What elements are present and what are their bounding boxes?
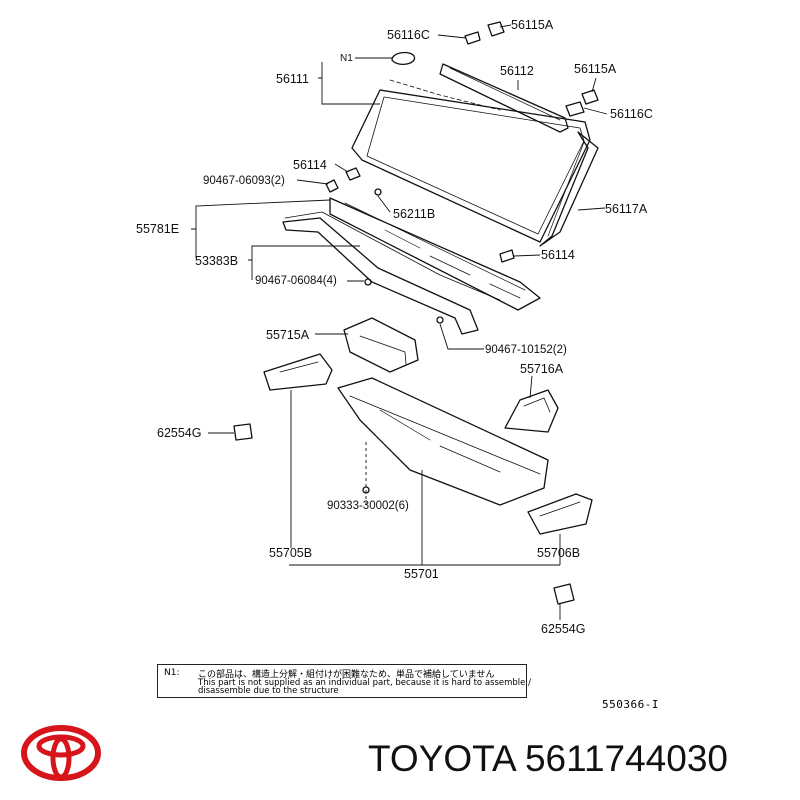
- bracket-55706B: [527, 493, 593, 535]
- label-n1: N1: [340, 53, 353, 64]
- label-62554G-left: 62554G: [157, 426, 202, 440]
- label-56114-top: 56114: [293, 158, 327, 172]
- label-56116C-right: 56116C: [610, 107, 653, 121]
- label-62554G-bottom: 62554G: [541, 622, 586, 636]
- label-90467-10152: 90467-10152(2): [485, 344, 567, 356]
- fastener-90467-10152: [436, 316, 444, 324]
- windshield-glass: [351, 79, 591, 243]
- cowl-panel: [337, 377, 549, 506]
- label-55716A: 55716A: [520, 362, 564, 376]
- fastener-90467-06084: [364, 278, 372, 286]
- label-55715A: 55715A: [266, 328, 310, 342]
- label-90467-06093: 90467-06093(2): [203, 175, 285, 187]
- pad-n1: [391, 51, 416, 66]
- label-56117A: 56117A: [605, 202, 648, 216]
- brand-caption: TOYOTA 5611744030: [368, 738, 728, 780]
- bracket-55705B: [263, 353, 333, 391]
- label-55706B: 55706B: [537, 546, 581, 560]
- clip-56116C-right: [565, 101, 585, 117]
- fastener-90467-06093: [325, 179, 339, 193]
- label-56211B: 56211B: [393, 207, 436, 221]
- fastener-56114: [345, 167, 361, 181]
- label-56116C-top: 56116C: [387, 28, 430, 42]
- label-90333-30002: 90333-30002(6): [327, 500, 409, 512]
- label-55781E: 55781E: [136, 222, 180, 236]
- clip-56115A-top: [487, 21, 505, 37]
- label-55705B: 55705B: [269, 546, 313, 560]
- note-english-line1: This part is not supplied as an individu…: [198, 678, 531, 688]
- note-tag: N1:: [164, 668, 180, 678]
- label-53383B: 53383B: [195, 254, 239, 268]
- note-japanese: この部品は、構造上分解・組付けが困難なため、単品で補給していません: [198, 670, 495, 680]
- part-number: 5611744030: [524, 738, 728, 779]
- drawing-reference: 550366-I: [602, 698, 659, 711]
- cowl-seal: [282, 211, 501, 335]
- side-molding: [539, 131, 599, 247]
- bracket-55715A: [343, 317, 419, 373]
- label-56115A-top: 56115A: [511, 18, 554, 32]
- fastener-56211B: [374, 188, 382, 196]
- label-56111: 56111: [276, 72, 309, 86]
- label-55701: 55701: [404, 567, 439, 581]
- top-molding: [439, 63, 569, 133]
- label-90467-06084: 90467-06084(4): [255, 275, 337, 287]
- label-56114-right: 56114: [541, 248, 575, 262]
- n1-note-box: N1: この部品は、構造上分解・組付けが困難なため、単品で補給していません Th…: [157, 664, 531, 698]
- label-56115A-right: 56115A: [574, 62, 617, 76]
- block-62554G-bottom: [553, 583, 575, 605]
- cowl-louver: [329, 197, 541, 311]
- toyota-logo: [21, 725, 101, 781]
- label-56112: 56112: [500, 64, 534, 78]
- block-62554G-left: [233, 423, 253, 441]
- clip-56115A-right: [581, 89, 599, 105]
- note-english-line2: disassemble due to the structure: [198, 686, 339, 696]
- bracket-55716A: [504, 389, 559, 433]
- brand-name: TOYOTA: [368, 738, 515, 779]
- fastener-56114-right: [499, 249, 515, 263]
- clip-56116C-top: [464, 31, 481, 45]
